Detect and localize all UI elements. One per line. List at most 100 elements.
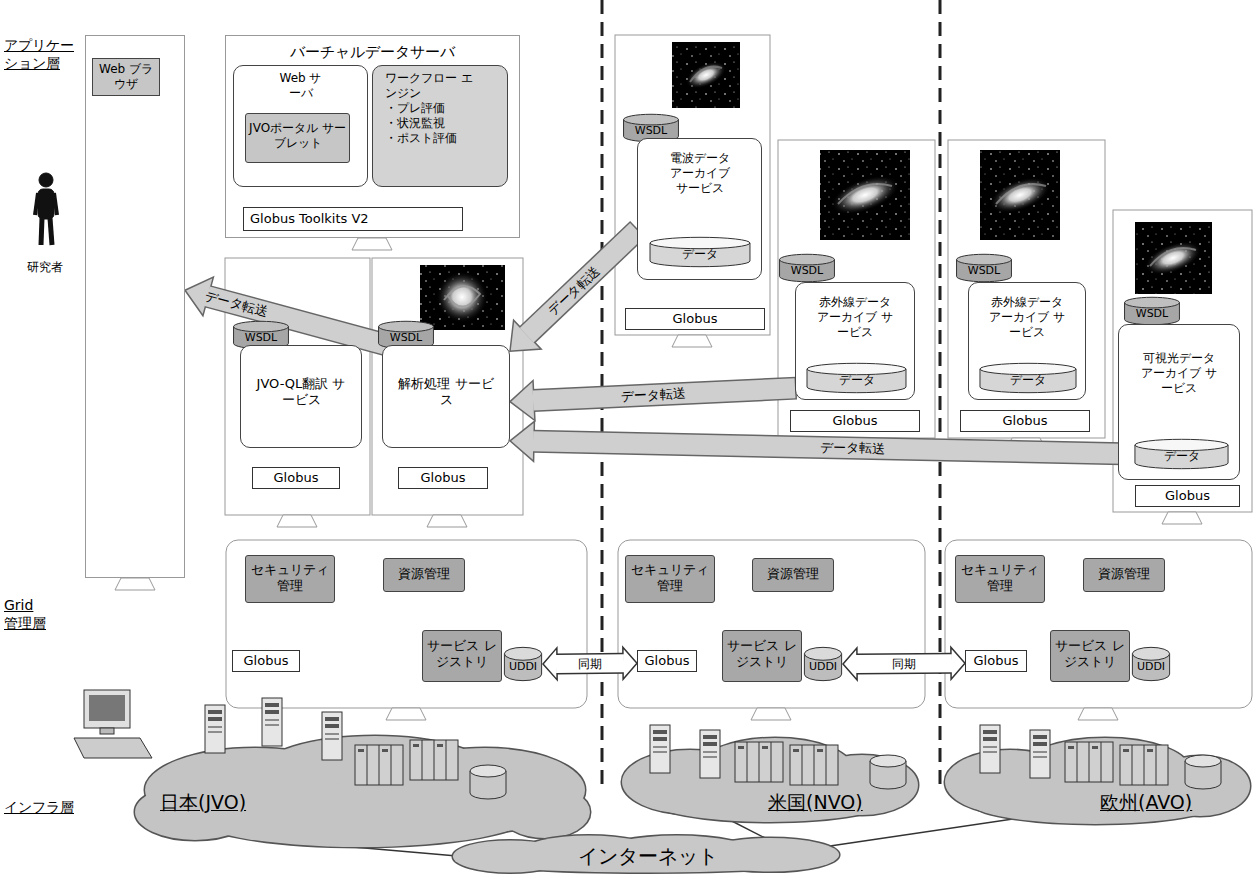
server-machine [262,698,282,746]
cylinder-top [804,647,841,660]
node-text: WSDL [390,331,422,345]
archive-service-box: 可視光データ アーカイブ サービスデータ [1118,324,1240,480]
cylinder-top [379,321,434,332]
registry-box: サービス レジストリ [722,630,802,682]
computer-terminal [74,690,152,758]
monitor-stand [751,708,791,720]
server-machine [470,765,506,799]
node-text: サービス レジストリ [723,638,801,671]
node-text: UDDI [509,660,537,674]
resource-box: 資源管理 [1083,558,1165,592]
web-server-box: Web サーバJVOポータル サーブレット [233,65,368,187]
arrow-label: 同期 [890,656,918,671]
galaxy-image [1150,248,1196,266]
service-box: JVO-QL翻訳 サービス [240,345,362,448]
server-machine [1065,742,1113,782]
galaxy-image [681,56,730,95]
node-text: UDDI [1137,660,1165,674]
cloud-part [453,836,839,873]
node-text: WSDL [1136,307,1168,321]
cylinder-top [234,321,289,332]
cloud-part [453,836,839,873]
region-label: 欧州(AVO) [1100,790,1192,815]
node-text: Globus [1136,488,1239,504]
node-text: Globus [638,653,696,669]
node-text: 電波データ アーカイブ サービス [667,151,733,196]
node-text: インターネット [578,844,718,869]
globus-box: Globus [625,308,765,330]
node-text: Globus [961,413,1089,429]
galaxy-image [985,170,1055,220]
server-machine [650,725,670,773]
arrow-outline [556,653,624,675]
monitor-frame [948,140,1105,438]
galaxy-image [838,184,892,204]
galaxy-image [672,42,740,108]
resource-box: 資源管理 [752,558,834,592]
node-text: Web ブラウザ [92,58,160,96]
region-label: 米国(NVO) [768,790,863,815]
network-cloud [135,736,590,847]
cylinder-top [1125,297,1180,308]
node-text: 資源管理 [1084,566,1164,582]
galaxy-image [996,184,1046,204]
galaxy-image [826,168,905,223]
server-machine [410,740,458,780]
cylinder-top [807,363,906,374]
galaxy-image [1140,235,1206,282]
computer-terminal [89,695,125,721]
galaxy-image [436,271,488,323]
toolkit-box: Globus Toolkits V2 [243,207,463,231]
actor-label: 研究者 [27,260,63,276]
monitor-stand [386,708,426,720]
cylinder-top [650,237,750,248]
registry-box: サービス レジストリ [422,630,502,682]
server-machine [870,755,906,789]
researcher-figure [50,218,52,245]
galaxy-image [1135,222,1212,294]
arrow-body [527,230,637,335]
researcher-figure [35,193,38,215]
virtual-data-server: バーチャルデータサーバWeb サーバJVOポータル サーブレットワークフロー エ… [225,35,520,238]
archive-service-box: 赤外線データ アーカイブ サービスデータ [968,282,1086,400]
globus-box: Globus [398,467,488,489]
galaxy-image [444,286,480,306]
researcher-figure [41,218,42,245]
node-text: サービス レジストリ [1051,638,1129,671]
node-text: Globus Toolkits V2 [250,211,462,227]
monitor-frame [225,35,1252,708]
uddi-cylinder: UDDI [1131,646,1171,682]
arrow-label: 同期 [576,656,604,671]
computer-terminal [100,728,114,734]
node-text: Globus [791,413,919,429]
monitor-stand [115,238,1202,720]
node-text: UDDI [809,660,837,674]
node-text: WSDL [635,124,667,138]
arrow-label: データ転送 [618,386,688,405]
server-machine [205,698,1221,799]
monitor-stand [1078,708,1118,720]
sync-arrow [843,647,965,680]
node-text: WSDL [968,264,1000,278]
node-text: データ [1010,373,1046,388]
globus-box: Globus [252,467,340,489]
monitor-frame [226,540,587,708]
globus-box: Globus [960,410,1090,432]
workflow-engine-box: ワークフロー エンジン・プレ評価・状況監視・ポスト評価 [372,65,508,187]
wsdl-cylinder: WSDL [1123,296,1181,326]
data-cylinder: データ [805,362,908,394]
node-text: セキュリティ 管理 [956,562,1044,595]
node-text: ・ポスト評価 [385,131,475,146]
node-text: JVO-QL翻訳 サービス [253,376,349,409]
node-text: WSDL [245,331,277,345]
server-machine [1030,730,1050,778]
node-text: ・プレ評価 [385,101,475,116]
node-text: Globus [626,311,764,327]
computer-terminal [84,690,130,728]
layer-label: アプリケーション層 [4,36,81,72]
transfer-arrow [510,381,796,421]
computer-terminal [74,738,152,758]
layer-label: Grid 管理層 [4,596,47,632]
monitor-frame [618,540,925,708]
server-machine [700,730,720,778]
